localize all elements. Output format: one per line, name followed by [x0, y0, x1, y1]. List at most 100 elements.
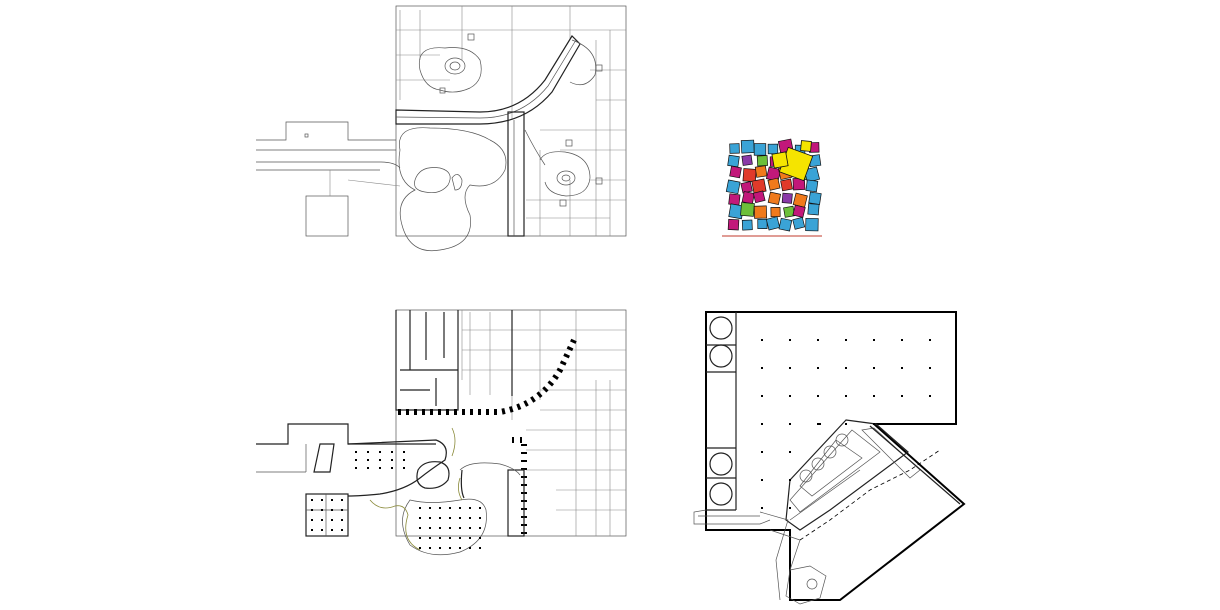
- plan-angled-building: [693, 311, 966, 605]
- grid-dot: [845, 395, 847, 397]
- grid-dot: [341, 499, 343, 501]
- grid-dot: [459, 547, 461, 549]
- grid-dot: [429, 537, 431, 539]
- grid-dot: [429, 527, 431, 529]
- grid-dot: [391, 451, 393, 453]
- grid-dot: [479, 527, 481, 529]
- grid-dot: [341, 529, 343, 531]
- grid-dot: [929, 423, 931, 425]
- grid-dot: [873, 339, 875, 341]
- grid-dot: [479, 547, 481, 549]
- tile: [757, 218, 768, 230]
- grid-dot: [341, 519, 343, 521]
- grid-dot: [929, 339, 931, 341]
- grid-dot: [419, 507, 421, 509]
- tile: [741, 191, 755, 205]
- grid-dot: [367, 467, 369, 469]
- grid-dot: [817, 395, 819, 397]
- tile: [765, 216, 781, 231]
- tile: [742, 168, 757, 183]
- grid-dot: [311, 529, 313, 531]
- tile: [781, 192, 793, 204]
- grid-dot: [419, 527, 421, 529]
- grid-dot: [331, 519, 333, 521]
- grid-dot: [355, 459, 357, 461]
- grid-dot: [321, 519, 323, 521]
- grid-dot: [341, 509, 343, 511]
- colored-tiles-detail: [722, 138, 822, 237]
- grid-dot: [429, 517, 431, 519]
- grid-dot: [439, 507, 441, 509]
- grid-dot: [449, 547, 451, 549]
- tile: [729, 165, 742, 179]
- grid-dot: [331, 509, 333, 511]
- grid-dot: [367, 459, 369, 461]
- grid-dot: [439, 517, 441, 519]
- tile: [805, 217, 819, 232]
- grid-dot: [459, 507, 461, 509]
- plan-lower-level: [256, 309, 627, 556]
- tile-cluster: [725, 138, 822, 232]
- grid-dot: [469, 517, 471, 519]
- tile: [778, 217, 793, 232]
- grid-dot: [479, 507, 481, 509]
- grid-dot: [479, 517, 481, 519]
- tile: [740, 202, 755, 217]
- grid-dot: [469, 547, 471, 549]
- grid-dot: [391, 467, 393, 469]
- tile: [770, 206, 781, 218]
- tile: [728, 193, 741, 206]
- grid-dot: [789, 367, 791, 369]
- tile: [780, 178, 793, 192]
- tile: [752, 190, 766, 204]
- grid-dot: [817, 423, 819, 425]
- grid-dot: [439, 527, 441, 529]
- grid-dot: [761, 507, 763, 509]
- tile: [751, 178, 767, 194]
- grid-dot: [355, 451, 357, 453]
- tile: [753, 205, 768, 219]
- grid-dot: [311, 499, 313, 501]
- grid-dot: [789, 479, 791, 481]
- grid-dot: [469, 507, 471, 509]
- grid-dot: [321, 509, 323, 511]
- grid-dot: [331, 529, 333, 531]
- grid-dot: [403, 451, 405, 453]
- grid-dot: [819, 423, 821, 425]
- grid-dot: [761, 367, 763, 369]
- grid-dot: [873, 395, 875, 397]
- grid-dot: [331, 499, 333, 501]
- tile-yellow: [800, 140, 812, 152]
- tile-yellow: [771, 151, 789, 169]
- grid-dot: [789, 339, 791, 341]
- grid-dot: [873, 423, 875, 425]
- tile: [767, 191, 782, 205]
- grid-dot: [311, 519, 313, 521]
- grid-dot: [429, 507, 431, 509]
- grid-dot: [789, 451, 791, 453]
- grid-dot: [761, 479, 763, 481]
- grid-dot: [379, 451, 381, 453]
- grid-dot: [929, 367, 931, 369]
- grid-dot: [845, 339, 847, 341]
- tile: [740, 139, 755, 154]
- grid-dot: [761, 395, 763, 397]
- tile: [756, 155, 768, 167]
- grid-dot: [449, 507, 451, 509]
- tile: [808, 191, 822, 205]
- grid-dot: [419, 547, 421, 549]
- grid-dot: [321, 529, 323, 531]
- grid-dot: [459, 517, 461, 519]
- plan-upper-level: [256, 5, 627, 252]
- grid-dot: [429, 547, 431, 549]
- grid-dot: [439, 547, 441, 549]
- grid-dot: [367, 451, 369, 453]
- grid-dot: [873, 367, 875, 369]
- grid-dot: [391, 459, 393, 461]
- tile: [767, 177, 781, 191]
- grid-dot: [901, 395, 903, 397]
- grid-dot: [901, 339, 903, 341]
- tile: [792, 216, 806, 230]
- grid-dot: [817, 339, 819, 341]
